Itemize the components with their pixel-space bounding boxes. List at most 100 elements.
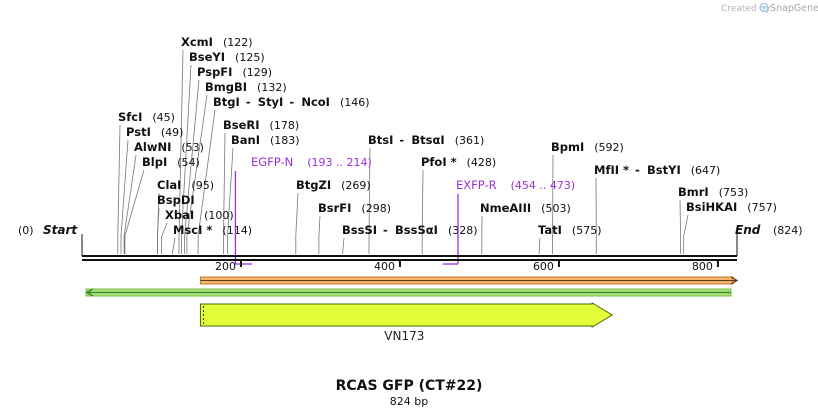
enzyme-leader-bmgbi bbox=[186, 94, 208, 254]
feature-orange-bar bbox=[199, 276, 739, 285]
enzyme-name-bsrfi: BsrFI bbox=[318, 201, 351, 215]
enzyme-leader-bseyi bbox=[181, 64, 192, 254]
enzyme-position: (100) bbox=[204, 209, 234, 222]
enzyme-position: (298) bbox=[361, 202, 391, 215]
enzyme-leader-pspfi bbox=[184, 79, 200, 254]
enzyme-position: (53) bbox=[181, 141, 204, 154]
enzyme-name-pfoi: PfoI * bbox=[421, 155, 457, 169]
enzyme-name-bsssi: BssSI bbox=[342, 223, 377, 237]
primer-range: (193 .. 214) bbox=[307, 156, 372, 169]
enzyme-leader-bsihkai bbox=[683, 214, 689, 254]
enzyme-name-tati: TatI bbox=[538, 223, 562, 237]
enzyme-leader-bsssi bbox=[342, 237, 345, 254]
feature-green-bar bbox=[85, 288, 732, 297]
enzyme-separator: - bbox=[246, 95, 251, 109]
enzyme-name-ncoi: NcoI bbox=[301, 95, 330, 109]
enzyme-position: (45) bbox=[152, 111, 175, 124]
enzyme-name-bsihkai: BsiHKAI bbox=[686, 200, 737, 214]
enzyme-name-bseyi: BseYI bbox=[189, 50, 225, 64]
enzyme-position: (183) bbox=[270, 134, 300, 147]
cds-arrow bbox=[199, 302, 614, 328]
enzyme-name-btgi: BtgI bbox=[213, 95, 240, 109]
enzyme-name-bmri: BmrI bbox=[678, 185, 709, 199]
enzyme-name-xbai: XbaI bbox=[165, 208, 194, 222]
enzyme-name-styi: StyI bbox=[258, 95, 284, 109]
credit-brand: SnapGene bbox=[770, 3, 818, 14]
enzyme-leader-bseri bbox=[223, 132, 226, 254]
enzyme-separator: - bbox=[383, 223, 388, 237]
enzyme-position: (95) bbox=[191, 179, 214, 192]
enzyme-position: (592) bbox=[594, 141, 624, 154]
enzyme-leader-bspdi bbox=[157, 207, 160, 254]
enzyme-name-bsssαi: BssSαI bbox=[395, 223, 438, 237]
enzyme-position: (129) bbox=[242, 66, 272, 79]
enzyme-leader-blpi bbox=[124, 169, 145, 254]
enzyme-position: (269) bbox=[341, 179, 371, 192]
enzyme-position: (125) bbox=[235, 51, 265, 64]
enzyme-separator: - bbox=[289, 95, 294, 109]
enzyme-name-nmeaiii: NmeAIII bbox=[480, 201, 531, 215]
feature-arrow-icon bbox=[85, 288, 94, 297]
enzyme-position: (647) bbox=[691, 164, 721, 177]
primer-egfp-n: EGFP-N (193 .. 214) bbox=[234, 155, 372, 265]
enzyme-leader-tati bbox=[538, 237, 541, 254]
enzyme-name-blpi: BlpI bbox=[142, 155, 167, 169]
ruler-label: 600 bbox=[533, 260, 554, 273]
enzyme-labels: XcmI(122)BseYI(125)PspFI(129)BmgBI(132)B… bbox=[118, 35, 777, 237]
start-position: (0) bbox=[18, 224, 34, 237]
enzyme-position: (178) bbox=[270, 119, 300, 132]
snapgene-logo-icon bbox=[759, 2, 769, 13]
enzyme-position: (753) bbox=[719, 186, 749, 199]
primers: EGFP-N (193 .. 214) EXFP-R (454 .. 473) bbox=[234, 155, 576, 265]
enzyme-leader-btgi bbox=[197, 109, 216, 254]
enzyme-leader-bmri bbox=[679, 199, 681, 254]
primer-name: EGFP-N bbox=[251, 155, 293, 169]
feature-label: VN173 bbox=[384, 329, 424, 343]
end-label: End bbox=[735, 223, 761, 237]
enzyme-position: (328) bbox=[448, 224, 478, 237]
enzyme-position: (114) bbox=[222, 224, 252, 237]
enzyme-separator: - bbox=[635, 163, 640, 177]
enzyme-name-psti: PstI bbox=[126, 125, 151, 139]
enzyme-position: (132) bbox=[257, 81, 287, 94]
enzyme-name-pspfi: PspFI bbox=[197, 65, 232, 79]
enzyme-name-bmgbi: BmgBI bbox=[205, 80, 247, 94]
enzyme-name-btgzi: BtgZI bbox=[296, 178, 331, 192]
enzyme-leader-btgzi bbox=[295, 192, 299, 254]
enzyme-leader-sfci bbox=[117, 124, 121, 254]
enzyme-name-clai: ClaI bbox=[157, 178, 181, 192]
ruler-label: 200 bbox=[215, 260, 236, 273]
enzyme-name-bstyi: BstYI bbox=[647, 163, 681, 177]
enzyme-leader-bsrfi bbox=[318, 215, 321, 254]
primer-range: (454 .. 473) bbox=[511, 179, 576, 192]
enzyme-leader-msci bbox=[172, 237, 176, 254]
enzyme-position: (428) bbox=[467, 156, 497, 169]
map-length: 824 bp bbox=[390, 395, 428, 408]
enzyme-separator: - bbox=[399, 133, 404, 147]
enzyme-name-btsi: BtsI bbox=[368, 133, 393, 147]
enzyme-position: (54) bbox=[177, 156, 200, 169]
ruler-label: 800 bbox=[692, 260, 713, 273]
enzyme-position: (503) bbox=[541, 202, 571, 215]
enzyme-name-bpmi: BpmI bbox=[551, 140, 584, 154]
primer-name: EXFP-R bbox=[456, 178, 497, 192]
primer-exfp-r: EXFP-R (454 .. 473) bbox=[442, 178, 576, 265]
enzyme-position: (757) bbox=[747, 201, 777, 214]
enzyme-position: (361) bbox=[455, 134, 485, 147]
features: VN173 bbox=[85, 276, 739, 343]
enzyme-name-mfii: MfII * bbox=[594, 163, 629, 177]
enzyme-name-bspdi: BspDI bbox=[157, 193, 195, 207]
feature-arrow-icon bbox=[730, 276, 739, 285]
feature-vn173: VN173 bbox=[199, 302, 614, 343]
enzyme-position: (49) bbox=[161, 126, 184, 139]
enzyme-name-sfci: SfcI bbox=[118, 110, 142, 124]
start-label: Start bbox=[43, 223, 78, 237]
sequence-backbone bbox=[81, 234, 738, 261]
enzyme-leader-bani bbox=[227, 147, 234, 254]
enzyme-leader-alwni bbox=[123, 154, 137, 254]
credit-prefix: Created by bbox=[721, 4, 771, 14]
end-position: (824) bbox=[773, 224, 803, 237]
enzyme-name-bseri: BseRI bbox=[223, 118, 260, 132]
